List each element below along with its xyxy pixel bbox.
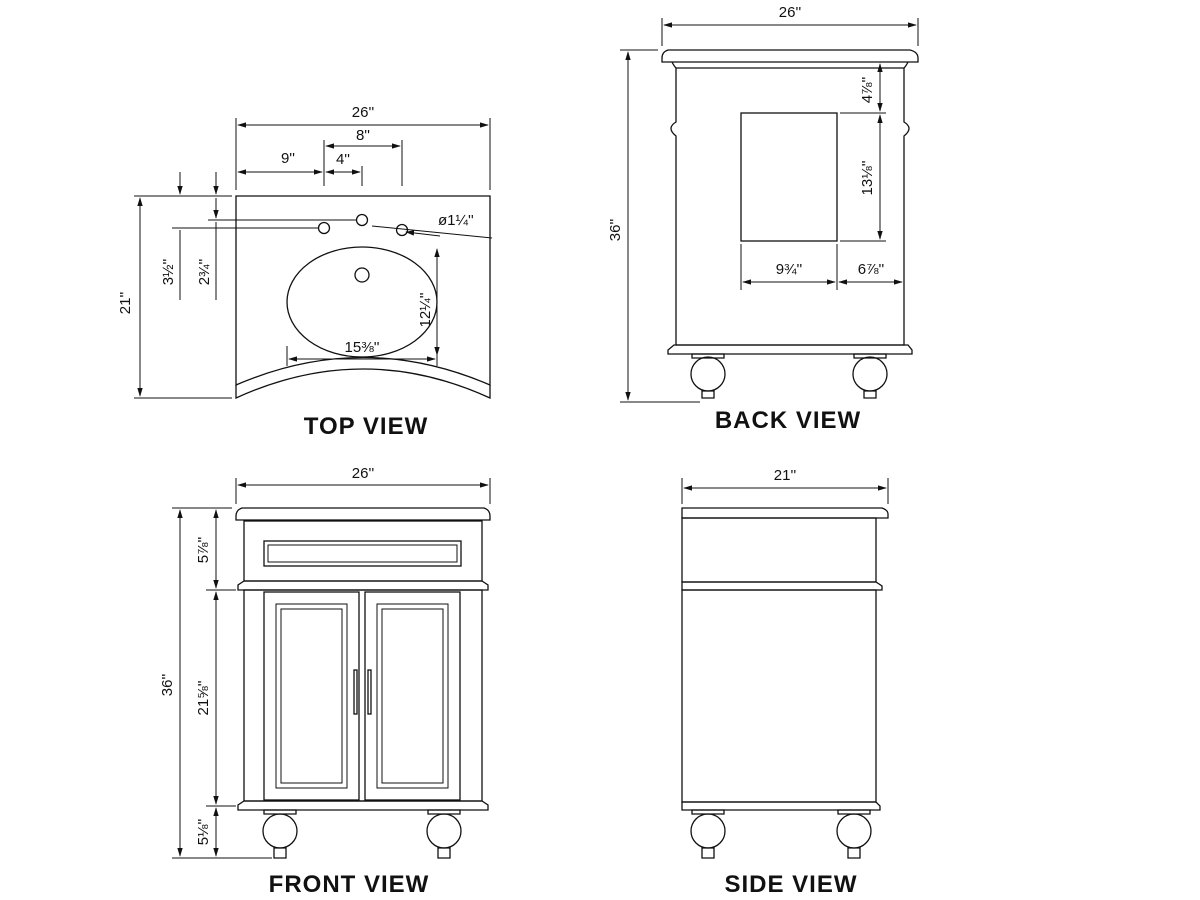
front-view-foot-left [262,809,298,859]
back-view-opening-width-label: 9¾'' [776,261,803,278]
side-view-depth-label: 21'' [774,467,797,484]
top-view-title: TOP VIEW [304,413,428,440]
top-view: 26'' 8'' 9'' 4'' 21'' 3½'' 2¾'' ø1¼'' [117,104,493,440]
top-view-depth-label: 21'' [117,292,134,315]
back-view: 26'' 36'' 4⅞'' 13⅛'' 9¾'' 6⅞'' BACK VIEW [607,4,919,434]
top-view-drain [354,267,370,283]
side-view-countertop [681,507,889,519]
front-view-drawer-panel [243,520,483,582]
front-view-drawer-front [263,540,462,567]
back-view-width-label: 26'' [779,4,802,21]
back-view-foot-right [852,353,888,399]
front-view: 26'' 36'' 5⅞'' 21⅝'' 5⅛'' FRONT VIEW [159,465,491,898]
side-view-upper-body [681,517,877,583]
side-view-lower-body [681,589,877,803]
side-view: 21'' SIDE VIEW [681,467,889,898]
front-view-base-height-label: 5⅛'' [195,819,212,846]
top-view-hole-diameter-label: ø1¼'' [438,212,474,229]
front-view-foot-right [426,809,462,859]
back-view-side-offset-label: 6⅞'' [858,261,885,278]
top-view-faucet-hole-left [317,221,331,235]
back-view-title: BACK VIEW [715,407,861,434]
front-view-door-right [364,591,461,801]
back-view-height-label: 36'' [607,219,624,242]
top-view-basin-depth-label: 12¼'' [417,292,434,327]
front-view-width-label: 26'' [352,465,375,482]
back-view-plumbing-opening [740,112,838,242]
front-view-door-left [263,591,360,801]
back-view-opening-height-label: 13⅛'' [859,160,876,195]
front-view-height-label: 36'' [159,674,176,697]
back-view-foot-left [690,353,726,399]
side-view-foot-right [836,809,872,859]
front-view-drawer-height-label: 5⅞'' [195,537,212,564]
top-view-faucet-hole-center [355,213,369,227]
top-view-hole-spacing-label: 4'' [336,151,350,168]
side-view-base-trim [681,801,881,811]
top-view-basin-width-label: 15⅜'' [345,339,380,356]
front-view-cabinet-body [243,589,483,802]
back-view-base-trim [667,344,913,355]
front-view-door-handle-right [367,669,372,715]
front-view-door-handle-left [353,669,358,715]
top-view-front-to-holes-label: 3½'' [160,259,177,286]
side-view-foot-left [690,809,726,859]
top-view-front-to-center-label: 2¾'' [196,259,213,286]
back-view-cabinet-body [670,68,910,346]
back-view-top-offset-label: 4⅞'' [859,77,876,104]
front-view-countertop [235,507,491,521]
top-view-spread-label: 8'' [356,127,370,144]
back-view-countertop [661,49,919,63]
top-view-faucet-hole-right [395,223,409,237]
top-view-offset-label: 9'' [281,150,295,167]
side-view-title: SIDE VIEW [724,871,857,898]
top-view-countertop-edge [235,368,491,400]
front-view-title: FRONT VIEW [269,871,430,898]
front-view-door-height-label: 21⅝'' [195,680,212,715]
front-view-base-trim [237,800,489,811]
top-view-width-label: 26'' [352,104,375,121]
